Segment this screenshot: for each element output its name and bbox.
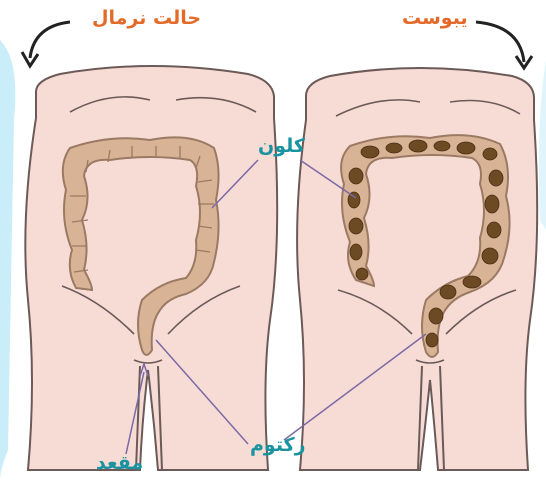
label-colon: کلون bbox=[258, 135, 305, 157]
title-constipation: یبوست bbox=[402, 7, 468, 29]
left-side-accent bbox=[0, 40, 15, 480]
curved-arrow-left-icon bbox=[30, 22, 70, 58]
label-anus: مقعد bbox=[96, 452, 143, 474]
right-side-accent bbox=[539, 60, 546, 230]
label-rectum: رکتوم bbox=[250, 434, 306, 456]
torso-normal bbox=[25, 66, 277, 470]
title-normal-state: حالت نرمال bbox=[92, 7, 201, 29]
torso-constipation bbox=[297, 68, 537, 470]
